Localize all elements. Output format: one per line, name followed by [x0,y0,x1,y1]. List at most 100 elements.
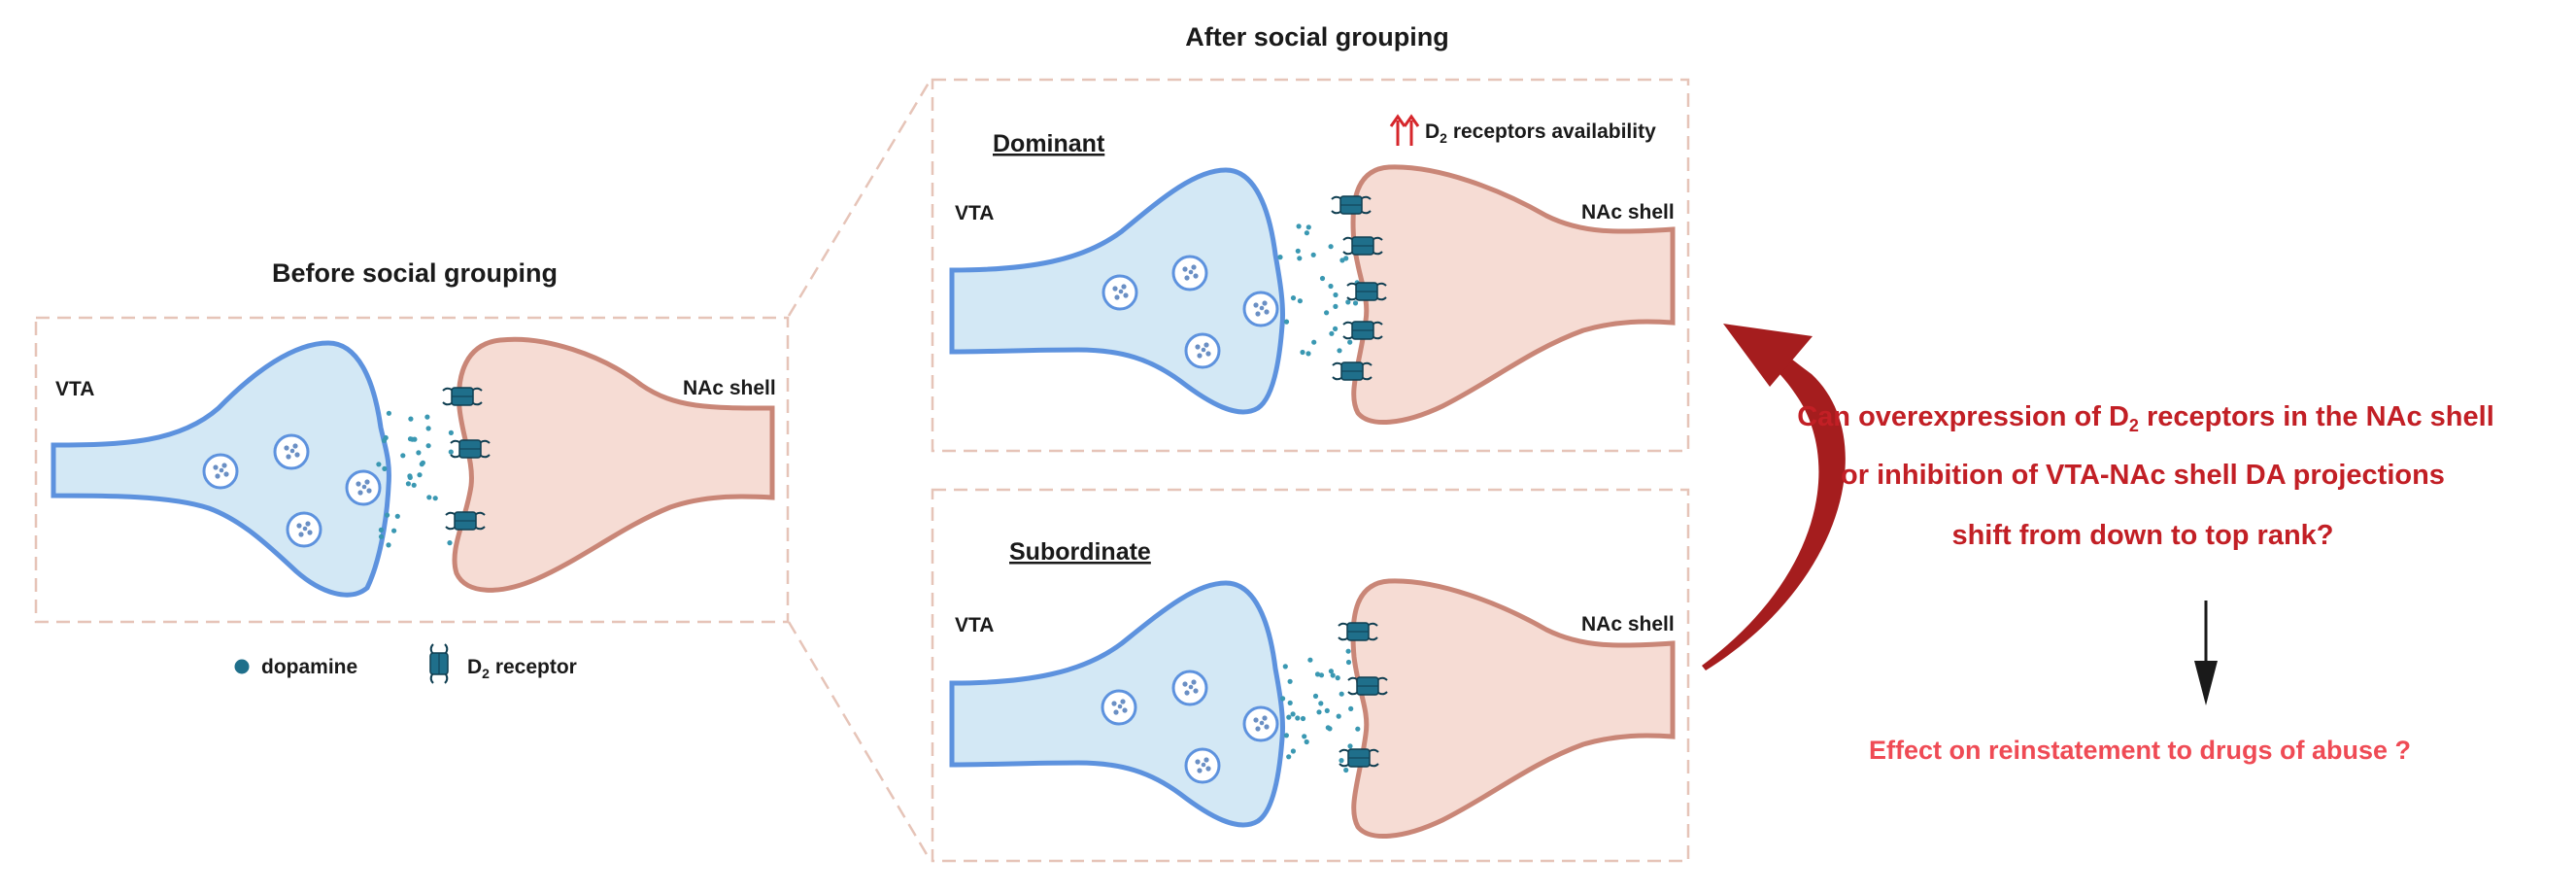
question-line-2: or inhibition of VTA-NAc shell DA projec… [1841,460,2445,491]
vesicle [1184,332,1221,369]
down-arrow-icon [2194,601,2218,705]
dopamine-dot [1277,255,1283,260]
dopamine-dot [1290,711,1296,717]
dopamine-dot [386,542,391,548]
vesicle [1242,705,1279,742]
dopamine-dot [1310,252,1316,258]
dopamine-dot [1328,283,1334,290]
dopamine-dot [1314,671,1321,677]
dopamine-dot [1304,230,1309,236]
dopamine-dot [1286,714,1292,720]
double-up-arrow-icon [1389,114,1420,146]
dopamine-dot [1339,758,1344,764]
dopamine-dot [376,462,382,467]
dopamine-dot [385,512,390,518]
dopamine-cloud [1277,223,1360,357]
dopamine-dot [1307,657,1313,663]
dopamine-dot [400,453,406,459]
dopamine-dot [1336,713,1341,719]
dopamine-dot [1327,726,1333,732]
vesicle [286,511,322,548]
dopamine-dot [1318,672,1325,678]
zoom-guide-top [787,79,932,317]
d2-receptor-legend-icon [429,643,449,684]
dopamine-dot [1283,319,1290,325]
d2-availability-note: D2 receptors availability [1389,114,1656,146]
vta-label: VTA [955,614,994,636]
subordinate-panel: Subordinate VTA NAc shell [931,488,1690,863]
dopamine-dot [407,473,413,479]
before-title: Before social grouping [272,258,558,288]
dopamine-dot [1345,299,1351,305]
vesicle [1242,291,1279,327]
vesicle [1101,689,1137,726]
nac-shell-label: NAc shell [683,377,776,399]
dopamine-dot [1287,678,1293,684]
dopamine-dot [411,482,417,488]
legend: dopamine D2 receptor [234,643,577,684]
dopamine-dot [1335,675,1340,681]
postsynaptic-terminal [1350,164,1676,425]
dopamine-dot [1280,696,1286,702]
postsynaptic-terminal [1350,578,1676,839]
dopamine-dot [378,533,385,539]
vesicle [273,433,310,470]
dopamine-dot [1347,339,1353,345]
dopamine-dot [1316,709,1322,715]
dopamine-dot [1347,743,1353,749]
dopamine-dot [432,496,438,501]
nac-shell-label: NAc shell [1581,613,1675,635]
dopamine-dot [1286,754,1292,760]
dominant-panel-box [931,78,1690,453]
dopamine-dot [391,528,397,533]
dopamine-dot [1333,303,1339,309]
vta-label: VTA [55,378,94,400]
vesicle [1102,274,1138,311]
dopamine-dot [1290,748,1296,754]
dopamine-dot [1343,767,1349,773]
dopamine-dot [383,434,389,441]
dopamine-dot [386,410,391,416]
dopamine-cloud [376,410,454,548]
dominant-label: Dominant [993,130,1105,157]
dopamine-dot [424,414,430,420]
dopamine-dot [1305,351,1311,357]
dopamine-dot [1296,223,1302,229]
dopamine-dot [1305,224,1311,230]
dopamine-dot [1312,693,1319,700]
dopamine-dot [1337,348,1342,354]
dopamine-dot [1297,256,1303,261]
dopamine-dot [408,416,414,422]
dopamine-dot [405,481,411,487]
vesicle [1184,747,1221,784]
nac-shell-label: NAc shell [1581,201,1675,223]
dopamine-dot [1345,648,1351,654]
dopamine-cloud [1280,648,1361,773]
before-panel-box [34,316,790,624]
dopamine-dot [1304,738,1309,745]
dopamine-dot [1355,726,1361,732]
dopamine-dot [1300,715,1306,722]
vesicle [1171,255,1208,292]
vesicle [1171,670,1208,706]
question-line-1: Can overexpression of D2 receptors in th… [1797,401,2494,435]
postsynaptic-terminal [452,336,775,593]
effect-question: Effect on reinstatement to drugs of abus… [1869,736,2411,765]
dominant-panel: Dominant VTA NAc shell D2 receptors avai… [931,78,1690,453]
dopamine-dot [1328,244,1334,250]
dopamine-dot [1329,330,1335,336]
dopamine-dot [425,443,431,449]
vesicle [202,453,239,490]
dopamine-dot [1333,292,1339,298]
after-title: After social grouping [1185,22,1449,52]
dopamine-dot [1300,349,1305,356]
subordinate-label: Subordinate [1009,538,1151,566]
dopamine-legend-icon [234,659,250,674]
dopamine-dot [448,449,454,455]
dopamine-dot [426,495,432,500]
dopamine-dot [1287,700,1293,706]
legend-dopamine-label: dopamine [261,656,357,678]
before-panel: VTA NAc shell [34,316,790,624]
dopamine-dot [1319,275,1326,282]
